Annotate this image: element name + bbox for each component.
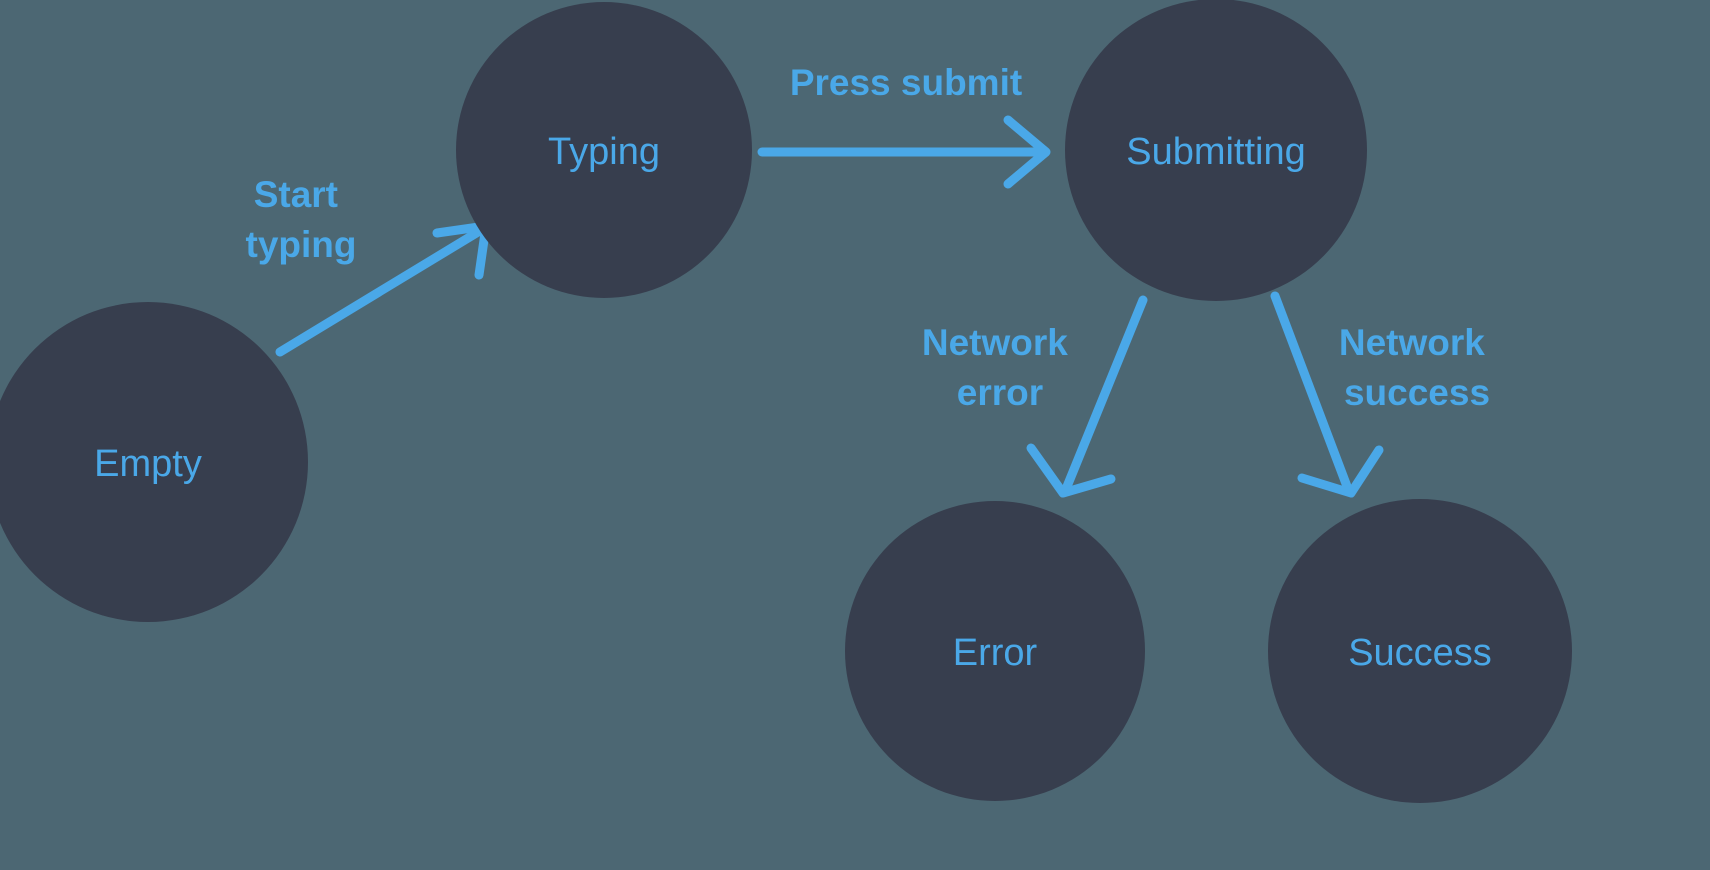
state-node-submitting[interactable]: Submitting xyxy=(1065,0,1367,301)
state-node-success-label: Success xyxy=(1348,632,1492,674)
edge-label-network-error-line-1: Network xyxy=(922,322,1068,363)
state-node-submitting-circle xyxy=(1065,0,1367,301)
edge-label-start-typing-line-2: typing xyxy=(246,224,357,265)
state-node-typing[interactable]: Typing xyxy=(456,2,752,298)
edge-network-success-line xyxy=(1270,291,1353,494)
state-node-error[interactable]: Error xyxy=(845,501,1145,801)
state-nodes-layer: Empty Typing Submitting Error Success xyxy=(0,0,1572,803)
edges-layer xyxy=(275,115,1384,498)
state-node-empty-circle xyxy=(0,302,308,622)
edge-label-press-submit: Press submit xyxy=(790,62,1022,103)
state-node-empty[interactable]: Empty xyxy=(0,302,308,622)
edge-press-submit-arrowhead xyxy=(1003,115,1051,189)
edge-label-start-typing-line-1: Start xyxy=(254,174,338,215)
edge-labels-layer: Start typing Press submit Network error … xyxy=(246,62,1495,413)
edge-network-error[interactable] xyxy=(1026,295,1148,498)
edge-press-submit[interactable] xyxy=(757,115,1051,189)
state-node-success[interactable]: Success xyxy=(1268,499,1572,803)
edge-network-error-line xyxy=(1061,295,1148,494)
edge-label-network-success-line-1: Network xyxy=(1339,322,1485,363)
edge-label-network-error-line-2: error xyxy=(957,372,1043,413)
state-node-typing-label: Typing xyxy=(548,131,660,173)
state-node-error-circle xyxy=(845,501,1145,801)
edge-label-start-typing: Start typing xyxy=(246,174,357,265)
edge-label-network-success: Network success xyxy=(1339,322,1495,413)
state-node-submitting-label: Submitting xyxy=(1126,131,1306,173)
state-node-typing-circle xyxy=(456,2,752,298)
edge-label-network-error: Network error xyxy=(922,322,1078,413)
edge-network-error-arrowhead xyxy=(1026,443,1116,498)
edge-network-success[interactable] xyxy=(1270,291,1384,498)
edge-start-typing-line xyxy=(275,227,483,357)
edge-label-network-success-line-2: success xyxy=(1344,372,1490,413)
state-node-empty-label: Empty xyxy=(94,443,202,485)
edge-network-success-arrowhead xyxy=(1297,445,1384,498)
state-node-success-circle xyxy=(1268,499,1572,803)
state-node-error-label: Error xyxy=(953,632,1038,674)
